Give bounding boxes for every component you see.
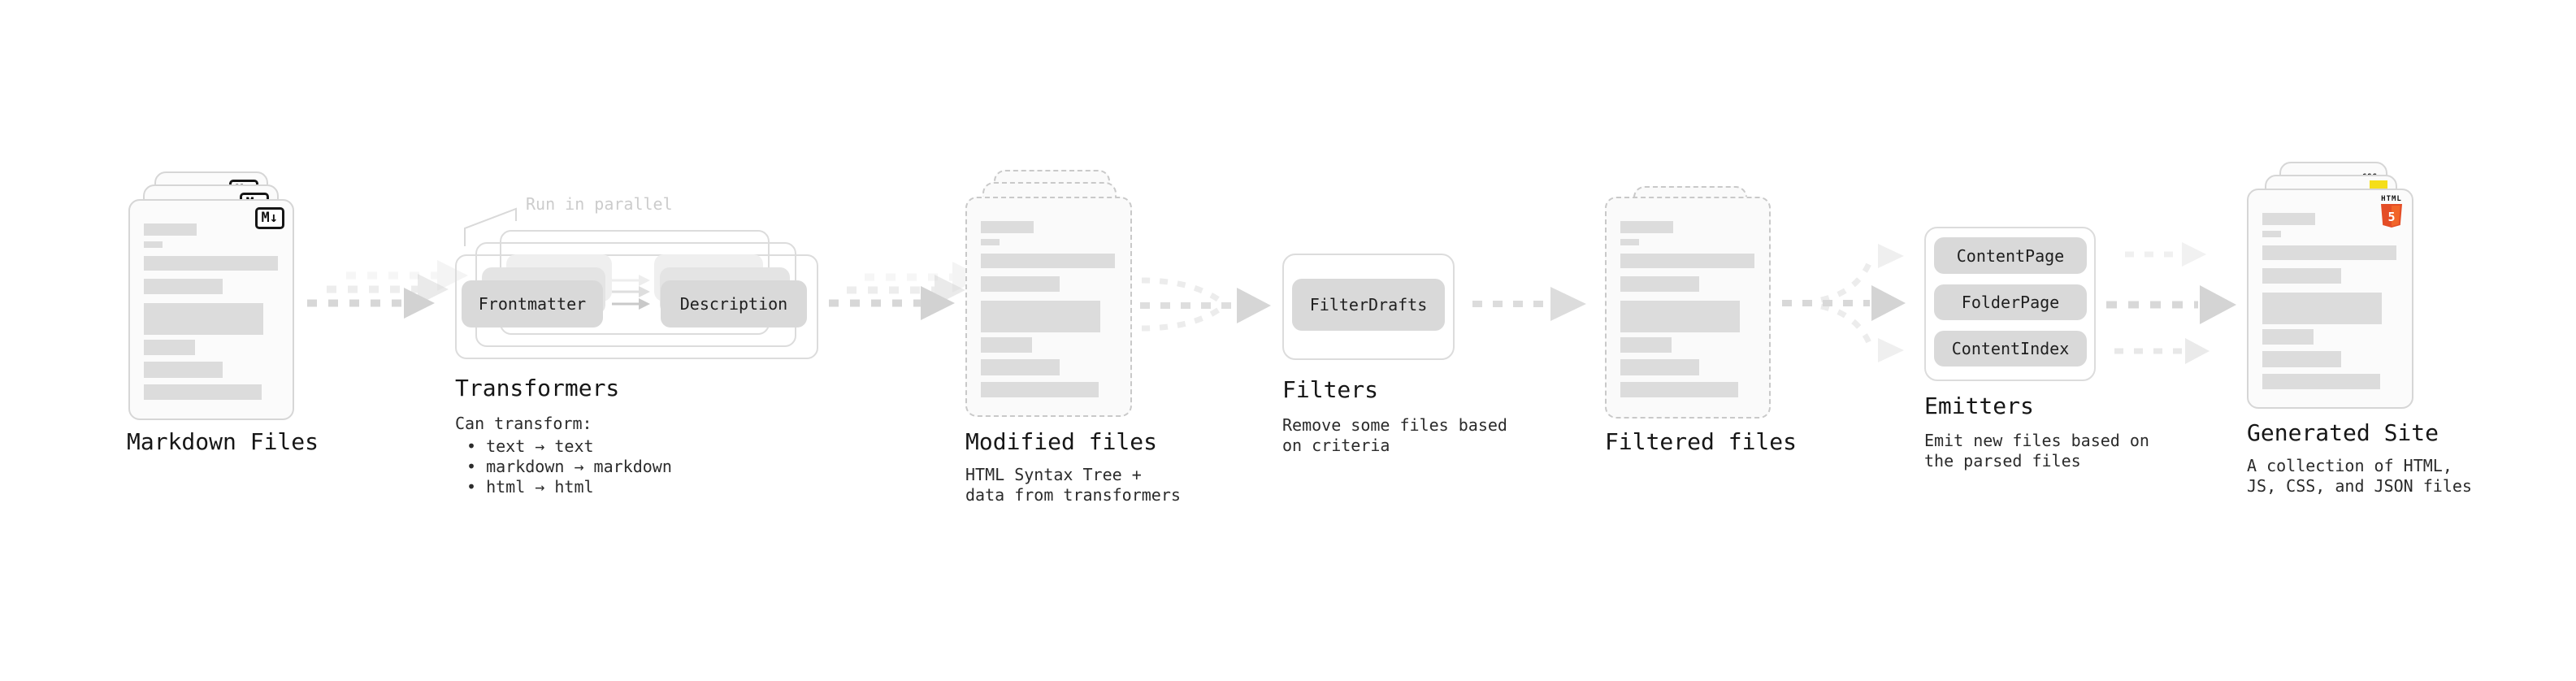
modified-file-card-front [965,197,1132,417]
filters-caption-line2: on criteria [1282,436,1390,455]
emitters-caption-line2: the parsed files [1924,451,2081,471]
filtered-file-card-front [1605,197,1771,419]
stage-label-filters: Filters [1282,376,1379,403]
stage-label-modified-files: Modified files [965,428,1158,455]
run-in-parallel-annotation: Run in parallel [526,194,673,214]
js-icon [2370,180,2387,189]
markdown-file-card-front: M↓ [128,199,294,420]
generated-file-card-front: HTML 5 [2247,189,2413,409]
stage-label-emitters: Emitters [1924,393,2034,419]
file-content-placeholder [1607,198,1769,397]
contentindex-box: ContentIndex [1934,331,2087,367]
arrow-transformers-to-modified [829,262,983,320]
transformers-bullet-3: • html → html [466,477,594,497]
stage-label-transformers: Transformers [455,375,620,401]
html5-shield-icon: 5 [2381,204,2402,228]
frontmatter-box: Frontmatter [462,280,603,327]
html5-icon: HTML 5 [2381,196,2402,231]
transformers-caption-title: Can transform: [455,414,592,433]
stage-label-generated-site: Generated Site [2247,419,2439,446]
transformers-bullet-1: • text → text [466,436,594,456]
arrow-markdown-to-transformers [307,260,468,319]
folderpage-box: FolderPage [1934,284,2087,320]
arrows-emitters-to-generated [2106,242,2236,364]
stage-label-filtered-files: Filtered files [1605,428,1798,455]
svg-text:5: 5 [2387,210,2395,224]
generated-caption-line2: JS, CSS, and JSON files [2247,476,2472,496]
file-content-placeholder [967,198,1130,397]
arrow-filtered-to-emitters-fanout [1782,244,1906,362]
arrow-modified-to-filters-merge [1140,277,1271,332]
generated-caption-line1: A collection of HTML, [2247,456,2452,475]
transformer-card-front [455,254,818,359]
filters-caption-line1: Remove some files based [1282,415,1507,435]
transformers-bullet-2: • markdown → markdown [466,457,672,476]
description-box: Description [661,280,807,327]
emitters-caption-line1: Emit new files based on [1924,431,2149,450]
modified-caption-line1: HTML Syntax Tree + [965,465,1142,484]
markdown-icon: M↓ [254,207,284,229]
contentpage-box: ContentPage [1934,237,2087,274]
stage-label-markdown-files: Markdown Files [127,428,319,455]
file-content-placeholder [2249,190,2412,389]
filterdrafts-box: FilterDrafts [1292,279,1445,331]
arrow-filters-to-filtered [1472,287,1586,321]
modified-caption-line2: data from transformers [965,485,1181,505]
file-content-placeholder [130,201,293,400]
